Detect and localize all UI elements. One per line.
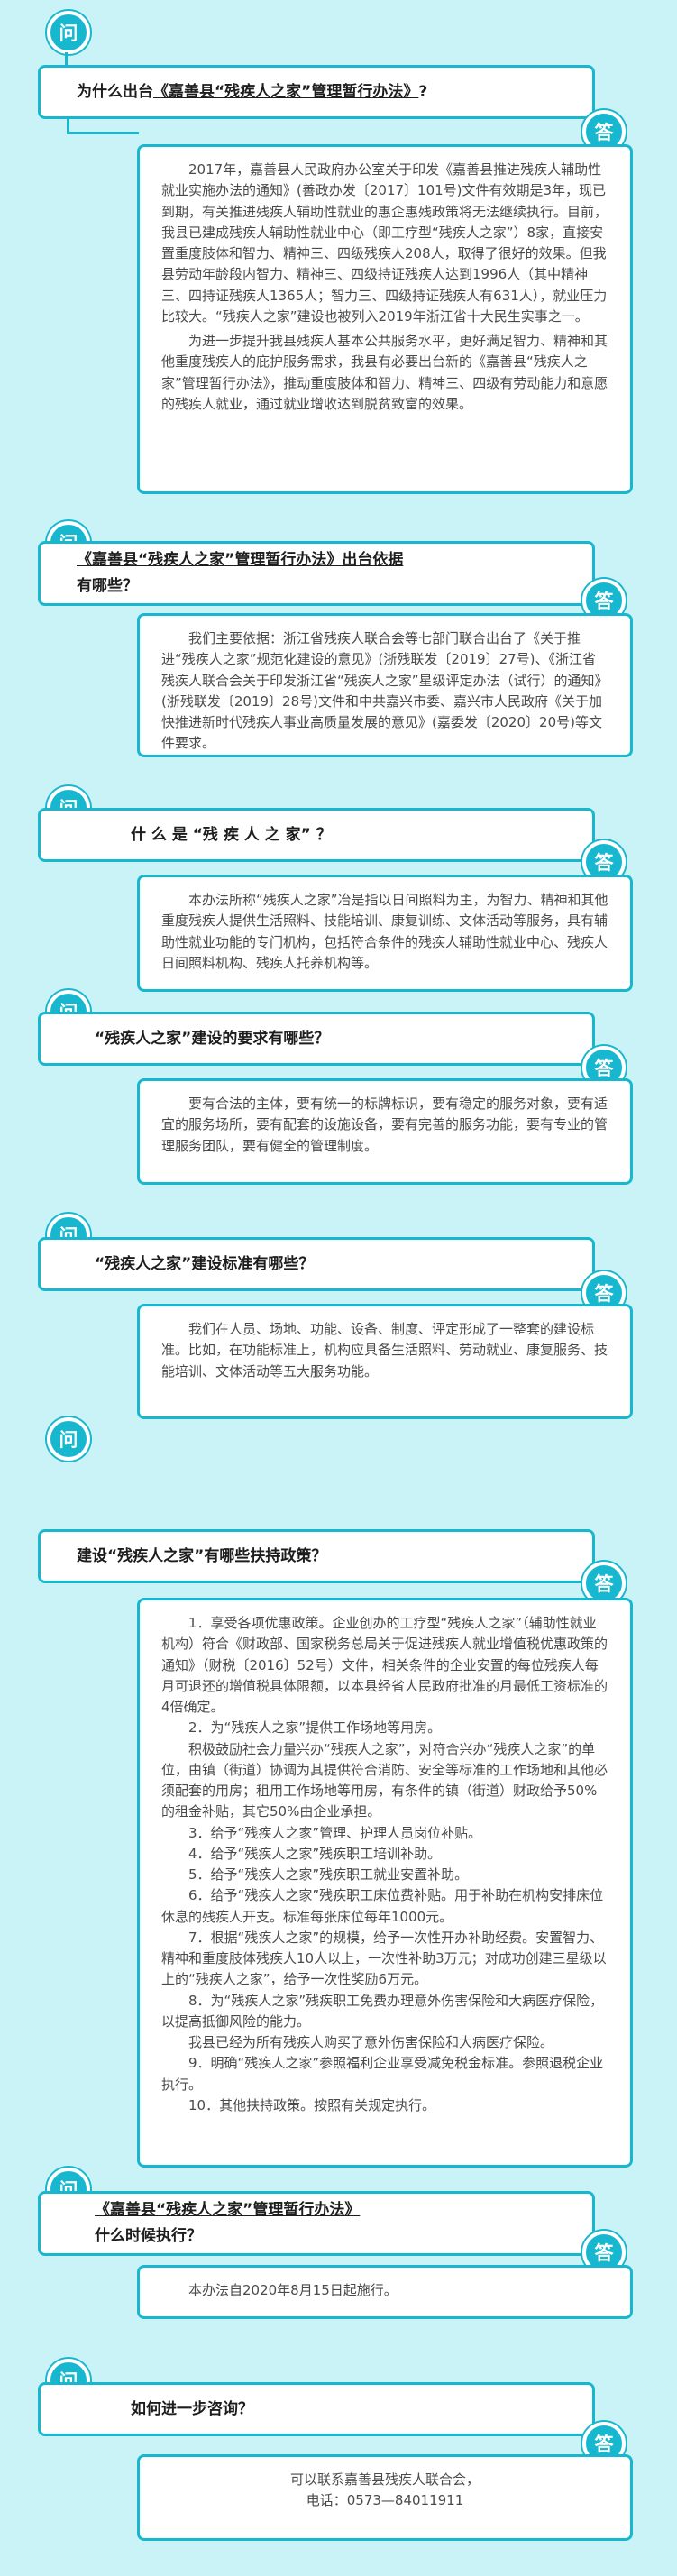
question-text-3: 什 么 是 “残 疾 人 之 家” ？ — [131, 825, 332, 844]
policy-item: 5．给予“残疾人之家”残疾职工就业安置补助。 — [188, 1866, 469, 1883]
answer-paragraph: 要有合法的主体，要有统一的标牌标识，要有稳定的服务对象，要有适宜的服务场所，要有… — [161, 1095, 608, 1154]
question-text-8: 如何进一步咨询？ — [131, 2399, 253, 2418]
policy-item: 积极鼓励社会力量兴办“残疾人之家”，对符合兴办“残疾人之家”的单位，由镇（街道）… — [161, 1740, 608, 1820]
question-text-5: “残疾人之家”建设标准有哪些？ — [95, 1254, 315, 1273]
answer-card-1: 2017年，嘉善县人民政府办公室关于印发《嘉善县推进残疾人辅助性就业实施办法的通… — [137, 144, 633, 494]
answer-text-8: 可以联系嘉善县残疾人联合会， 电话：0573—84011911 — [161, 2470, 608, 2512]
policy-item: 2．为“残疾人之家”提供工作场地等用房。 — [188, 1719, 442, 1737]
question-card-6: 建设“残疾人之家”有哪些扶持政策？ — [38, 1529, 595, 1583]
question-badge: 问 — [47, 11, 90, 54]
question-mark: ? — [418, 82, 428, 101]
policy-item: 4．给予“残疾人之家”残疾职工培训补助。 — [188, 1845, 442, 1862]
answer-paragraph: 我们在人员、场地、功能、设备、制度、评定形成了一整套的建设标准。比如，在功能标准… — [161, 1321, 608, 1380]
answer-text-7: 本办法自2020年8月15日起施行。 — [161, 2280, 608, 2301]
doc-title-underlined: 《嘉善县“残疾人之家”管理暂行办法》 — [153, 82, 419, 101]
answer-card-2: 我们主要依据：浙江省残疾人联合会等七部门联合出台了《关于推进“残疾人之家”规范化… — [137, 613, 633, 757]
question-text-2: 《嘉善县“残疾人之家”管理暂行办法》出台依据 有哪些？ — [77, 547, 403, 600]
doc-title-underlined: 《嘉善县“残疾人之家”管理暂行办法》 — [95, 2201, 361, 2220]
answer-card-3: 本办法所称“残疾人之家”冶是指以日间照料为主，为智力、精神和其他重度残疾人提供生… — [137, 875, 633, 992]
answer-paragraph: 本办法所称“残疾人之家”冶是指以日间照料为主，为智力、精神和其他重度残疾人提供生… — [161, 892, 608, 971]
policy-item: 我县已经为所有残疾人购买了意外伤害保险和大病医疗保险。 — [188, 2034, 554, 2050]
answer-paragraph: 我们主要依据：浙江省残疾人联合会等七部门联合出台了《关于推进“残疾人之家”规范化… — [161, 630, 608, 752]
contact-phone: 电话：0573—84011911 — [306, 2492, 464, 2509]
answer-text-6: 1．享受各项优惠政策。企业创办的工疗型“残疾人之家”（辅助性就业机构）符合《财政… — [161, 1613, 608, 2116]
question-text-1: 为什么出台《嘉善县“残疾人之家”管理暂行办法》? — [77, 79, 427, 105]
answer-card-8: 可以联系嘉善县残疾人联合会， 电话：0573—84011911 — [137, 2454, 633, 2541]
answer-card-6: 1．享受各项优惠政策。企业创办的工疗型“残疾人之家”（辅助性就业机构）符合《财政… — [137, 1598, 633, 2168]
policy-item: 3．给予“残疾人之家”管理、护理人员岗位补贴。 — [188, 1824, 482, 1841]
question-text-part: 什么时候执行？ — [95, 2227, 202, 2245]
policy-item: 6．给予“残疾人之家”残疾职工床位费补贴。用于补助在机构安排床位休息的残疾人开支… — [161, 1887, 604, 1925]
answer-card-4: 要有合法的主体，要有统一的标牌标识，要有稳定的服务对象，要有适宜的服务场所，要有… — [137, 1078, 633, 1185]
answer-text-1: 2017年，嘉善县人民政府办公室关于印发《嘉善县推进残疾人辅助性就业实施办法的通… — [161, 160, 608, 415]
answer-paragraph: 2017年，嘉善县人民政府办公室关于印发《嘉善县推进残疾人辅助性就业实施办法的通… — [161, 161, 608, 325]
policy-item: 7．根据“残疾人之家”的规模，给予一次性开办补助经费。安置智力、精神和重度肢体残… — [161, 1929, 607, 1988]
policy-item: 8．为“残疾人之家”残疾职工免费办理意外伤害保险和大病医疗保险，以提高抵御风险的… — [161, 1992, 604, 2030]
question-card-5: “残疾人之家”建设标准有哪些？ — [38, 1237, 595, 1291]
answer-card-5: 我们在人员、场地、功能、设备、制度、评定形成了一整套的建设标准。比如，在功能标准… — [137, 1304, 633, 1419]
answer-paragraph: 为进一步提升我县残疾人基本公共服务水平，更好满足智力、精神和其他重度残疾人的庇护… — [161, 333, 608, 412]
contact-line: 可以联系嘉善县残疾人联合会， — [289, 2471, 480, 2488]
connector-line — [65, 52, 68, 67]
question-card-1: 为什么出台《嘉善县“残疾人之家”管理暂行办法》? — [38, 65, 595, 119]
question-card-2: 《嘉善县“残疾人之家”管理暂行办法》出台依据 有哪些？ — [38, 541, 595, 606]
question-text-6: 建设“残疾人之家”有哪些扶持政策？ — [77, 1546, 327, 1565]
answer-text-5: 我们在人员、场地、功能、设备、制度、评定形成了一整套的建设标准。比如，在功能标准… — [161, 1319, 608, 1382]
connector-line — [67, 132, 139, 134]
policy-item: 1．享受各项优惠政策。企业创办的工疗型“残疾人之家”（辅助性就业机构）符合《财政… — [161, 1615, 608, 1715]
policy-item: 10．其他扶持政策。按照有关规定执行。 — [188, 2096, 436, 2113]
doc-title-underlined: 《嘉善县“残疾人之家”管理暂行办法》出台依据 — [77, 551, 404, 570]
answer-text-3: 本办法所称“残疾人之家”冶是指以日间照料为主，为智力、精神和其他重度残疾人提供生… — [161, 890, 608, 974]
answer-text-2: 我们主要依据：浙江省残疾人联合会等七部门联合出台了《关于推进“残疾人之家”规范化… — [161, 628, 608, 755]
question-text-part: 为什么出台 — [77, 82, 153, 101]
answer-text-4: 要有合法的主体，要有统一的标牌标识，要有稳定的服务对象，要有适宜的服务场所，要有… — [161, 1094, 608, 1157]
question-card-4: “残疾人之家”建设的要求有哪些？ — [38, 1012, 595, 1066]
answer-card-7: 本办法自2020年8月15日起施行。 — [137, 2265, 633, 2319]
question-card-3: 什 么 是 “残 疾 人 之 家” ？ — [38, 808, 595, 862]
question-card-8: 如何进一步咨询？ — [38, 2382, 595, 2436]
question-text-4: “残疾人之家”建设的要求有哪些？ — [95, 1029, 330, 1048]
question-text-part: 有哪些？ — [77, 577, 138, 595]
connector-line — [67, 118, 69, 133]
answer-paragraph: 本办法自2020年8月15日起施行。 — [188, 2282, 398, 2298]
question-card-7: 《嘉善县“残疾人之家”管理暂行办法》 什么时候执行？ — [38, 2191, 595, 2256]
question-badge: 问 — [47, 1417, 90, 1461]
policy-item: 9．明确“残疾人之家”参照福利企业享受减免税金标准。参照退税企业执行。 — [161, 2055, 604, 2093]
question-text-7: 《嘉善县“残疾人之家”管理暂行办法》 什么时候执行？ — [95, 2197, 360, 2250]
